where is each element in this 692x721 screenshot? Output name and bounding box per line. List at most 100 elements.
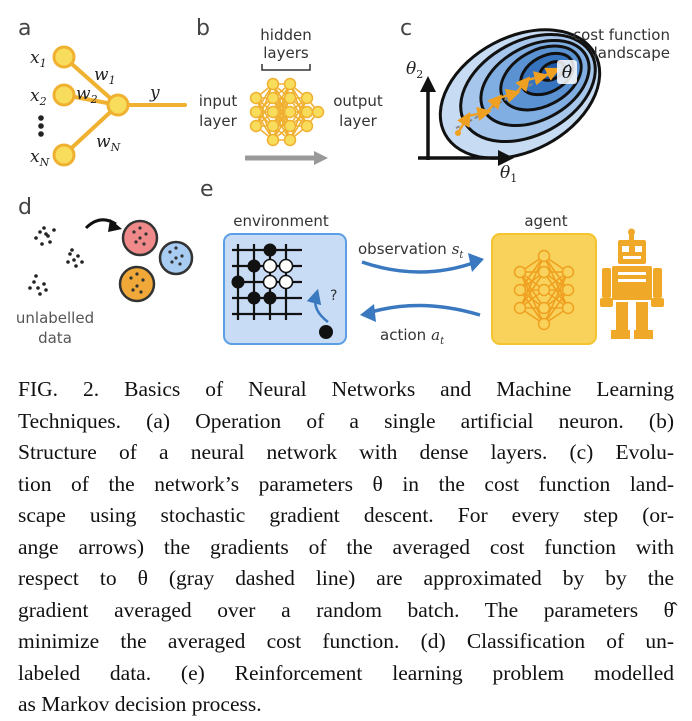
network-node — [537, 265, 551, 279]
hidden-label-2: layers — [263, 44, 309, 62]
input-label-n: xN — [30, 147, 50, 169]
cluster-point — [135, 272, 139, 276]
data-point — [44, 288, 48, 292]
move-arrow — [306, 288, 329, 323]
caption-line-9: minimize the averaged cost function. (d)… — [18, 629, 674, 653]
network-node — [283, 77, 297, 91]
environment-label: environment — [233, 212, 329, 230]
network-node — [283, 105, 297, 119]
panel-d: d unlabelled data — [16, 195, 194, 347]
network-edge — [519, 289, 545, 325]
data-point — [72, 258, 76, 262]
sgd-steps — [456, 67, 561, 134]
data-point — [80, 260, 84, 264]
data-point — [42, 282, 46, 286]
panel-d-letter: d — [18, 195, 32, 220]
data-point — [36, 286, 40, 290]
action-arrow — [367, 303, 481, 317]
input-label-2: x2 — [30, 86, 47, 108]
data-point — [48, 240, 52, 244]
hidden-label-1: hidden — [260, 26, 311, 44]
go-stones — [231, 243, 294, 305]
optimum-box — [557, 60, 577, 84]
network-node — [300, 91, 314, 105]
agent-network — [513, 249, 575, 331]
caption-line-5: scape using stochastic gradient descent.… — [18, 503, 674, 527]
caption-line-11: as Markov decision process. — [18, 692, 262, 716]
network-edge — [543, 289, 569, 325]
theta1-label: θ1 — [500, 163, 517, 185]
forward-arrow-head — [314, 151, 328, 165]
panel-a: a x1 x2 xN w1 w2 wN y — [18, 16, 187, 169]
unlabelled-label-2: data — [38, 329, 72, 347]
network-node — [249, 119, 263, 133]
panel-c-letter: c — [400, 16, 412, 41]
figure-caption: FIG. 2. Basics of Neural Networks and Ma… — [18, 374, 674, 721]
data-point — [40, 242, 44, 246]
cluster-arrowhead — [108, 219, 122, 232]
network-edge — [543, 271, 569, 325]
data-point — [38, 230, 42, 234]
network-edge — [272, 97, 291, 141]
cluster-point — [138, 236, 142, 240]
network-node — [537, 249, 551, 263]
panel-e-letter: e — [200, 177, 214, 202]
data-point — [38, 292, 42, 296]
cluster-orange — [118, 265, 156, 303]
cluster-point — [129, 276, 133, 280]
network-node — [300, 105, 314, 119]
cluster-point — [144, 232, 148, 236]
network-node — [283, 91, 297, 105]
action-arrowhead — [360, 304, 376, 322]
observation-arrow — [361, 260, 477, 274]
cluster-point — [180, 254, 184, 258]
network-node — [561, 301, 575, 315]
network-node — [537, 301, 551, 315]
panel-e: e environment ? observatio — [200, 177, 664, 347]
network-edge — [543, 255, 569, 291]
agent-label: agent — [524, 212, 567, 230]
optimum-label: θ̂ — [562, 63, 572, 83]
dense-network — [249, 77, 325, 147]
cluster-point — [178, 262, 182, 266]
network-node — [266, 77, 280, 91]
data-point — [42, 226, 46, 230]
cluster-point — [138, 226, 142, 230]
data-point — [68, 252, 72, 256]
caption-line-10: labeled data. (e) Reinforcement learning… — [18, 660, 674, 685]
observation-arrowhead — [468, 253, 484, 272]
landscape-title-2: landscape — [594, 44, 670, 62]
caption-line-1: FIG. 2. Basics of Neural Networks and Ma… — [18, 377, 674, 401]
robot-face — [618, 246, 646, 282]
network-node — [300, 119, 314, 133]
network-edge — [519, 271, 545, 309]
cluster-point — [170, 260, 174, 264]
output-label: y — [149, 83, 160, 103]
data-point — [76, 254, 80, 258]
cluster-point — [142, 242, 146, 246]
caption-line-4: tion of the network’s parameters θ in th… — [18, 471, 674, 496]
network-node — [537, 283, 551, 297]
input-node-1 — [52, 45, 76, 69]
cluster-point — [174, 256, 178, 260]
network-node — [249, 91, 263, 105]
output-layer-label-2: layer — [339, 112, 377, 130]
question-mark: ? — [330, 288, 337, 304]
landscape-title-1: cost function — [573, 26, 670, 44]
network-node — [513, 265, 527, 279]
cluster-point — [131, 288, 135, 292]
network-node — [513, 283, 527, 297]
neuron-node — [106, 93, 130, 117]
data-point — [66, 260, 70, 264]
output-layer-label-1: output — [333, 92, 383, 110]
data-point — [28, 286, 32, 290]
panel-b-letter: b — [196, 16, 210, 41]
unlabelled-points — [28, 226, 84, 296]
network-node — [537, 317, 551, 331]
data-point — [70, 248, 74, 252]
unlabelled-label-1: unlabelled — [16, 309, 94, 327]
network-node — [266, 133, 280, 147]
data-point — [44, 232, 48, 236]
